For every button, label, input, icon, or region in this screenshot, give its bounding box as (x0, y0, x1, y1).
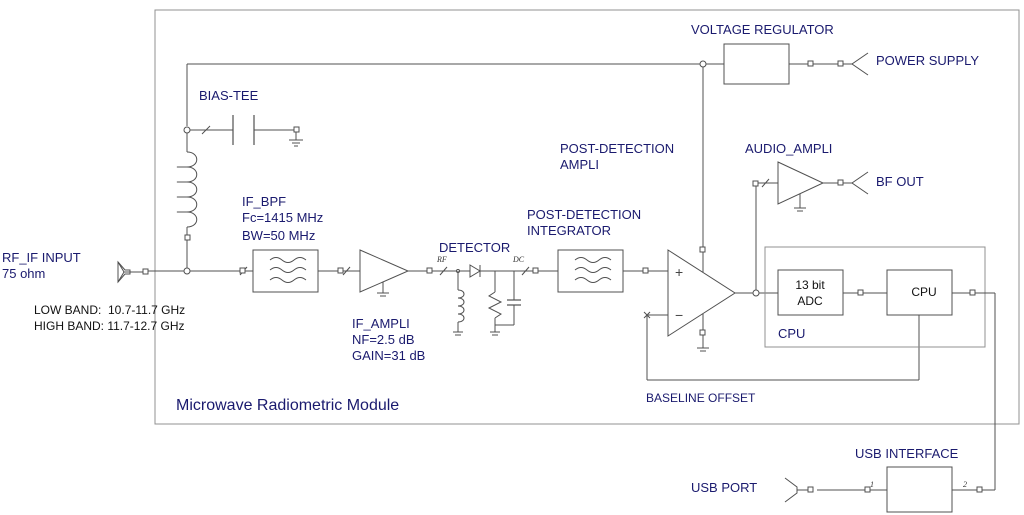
filter-wave-icon (269, 277, 307, 283)
pin-int-in (532, 267, 539, 274)
pin-det-in (426, 267, 433, 274)
label-post-det-ampli-1: POST-DETECTION (560, 141, 674, 156)
node-bias-tee-bottom (183, 267, 191, 275)
label-voltage-regulator: VOLTAGE REGULATOR (691, 22, 834, 37)
pin-cap-gnd (293, 126, 300, 133)
label-usb-interface: USB INTERFACE (855, 446, 959, 461)
pin-input (142, 268, 149, 275)
pin-opamp-supply (699, 246, 706, 253)
if-amplifier-icon (359, 249, 410, 293)
wire-slash (201, 125, 211, 135)
if-bpf-block (252, 249, 319, 293)
pin-audio-in (752, 180, 759, 187)
adc-block (777, 269, 844, 316)
label-power-supply: POWER SUPPLY (876, 53, 979, 68)
pin-cpu-out (969, 289, 976, 296)
pin-bf-out (837, 179, 844, 186)
power-supply-connector-icon (851, 52, 869, 76)
label-detector: DETECTOR (439, 240, 510, 255)
label-if-bpf: IF_BPF (242, 194, 286, 209)
node-regulator (699, 60, 707, 68)
label-post-det-int-2: INTEGRATOR (527, 223, 611, 238)
voltage-regulator-block (723, 43, 790, 85)
label-bias-tee: BIAS-TEE (199, 88, 259, 103)
pin-usb-port (807, 486, 814, 493)
bf-out-connector-icon (851, 171, 869, 195)
pin-usb-2 (976, 486, 983, 493)
pin-reg-out (807, 60, 814, 67)
label-bf-out: BF OUT (876, 174, 924, 189)
wire-slash (439, 266, 448, 276)
label-if-ampli-nf: NF=2.5 dB (352, 332, 415, 347)
label-high-band: HIGH BAND: 11.7-12.7 GHz (34, 319, 185, 333)
usb-interface-block (886, 466, 953, 513)
label-adc-1: 13 bit (795, 278, 825, 292)
filter-wave-icon (574, 277, 612, 283)
usb-port-connector-icon (784, 477, 798, 503)
opamp-plus-sign: + (675, 264, 683, 280)
filter-wave-icon (269, 257, 307, 263)
pin-amp-in (337, 267, 344, 274)
filter-wave-icon (574, 267, 612, 273)
cpu-block (886, 269, 953, 316)
label-usb-port: USB PORT (691, 480, 757, 495)
filter-wave-icon (269, 267, 307, 273)
pin-opamp-plus (642, 267, 649, 274)
label-impedance: 75 ohm (2, 266, 45, 281)
label-adc-2: ADC (797, 294, 823, 308)
pin-inductor (184, 234, 191, 241)
inductor-icon (176, 151, 198, 228)
label-cpu-block: CPU (911, 285, 936, 299)
label-if-bpf-bw: BW=50 MHz (242, 228, 315, 243)
label-if-ampli-gain: GAIN=31 dB (352, 348, 425, 363)
post-detection-opamp-icon (667, 249, 736, 337)
pin-opamp-gnd (699, 329, 706, 336)
audio-amplifier-icon (777, 161, 825, 205)
resistor-icon (487, 291, 503, 319)
label-if-bpf-fc: Fc=1415 MHz (242, 210, 323, 225)
module-title: Microwave Radiometric Module (176, 397, 399, 414)
node-bias-tee-cap (183, 126, 191, 134)
diode-icon (469, 264, 481, 278)
label-low-band: LOW BAND: 10.7-11.7 GHz (34, 303, 185, 317)
pin-label-2: 2 (963, 480, 967, 489)
label-cpu-group: CPU (778, 326, 805, 341)
label-post-det-int-1: POST-DETECTION (527, 207, 641, 222)
pin-bpf-in (239, 267, 246, 274)
cpu-group-border (764, 246, 986, 348)
label-post-det-ampli-2: AMPLI (560, 157, 599, 172)
inductor-icon (457, 289, 465, 323)
wire-slash (521, 266, 530, 276)
node-opamp-out (752, 289, 760, 297)
pin-psu (837, 60, 844, 67)
pin-adc-out (857, 289, 864, 296)
pin-label-dc: DC (512, 255, 525, 264)
label-audio-ampli: AUDIO_AMPLI (745, 141, 832, 156)
label-baseline-offset: BASELINE OFFSET (646, 391, 756, 405)
wire-slash (761, 178, 770, 188)
label-rf-if-input: RF_IF INPUT (2, 250, 81, 265)
integrator-block (557, 249, 624, 293)
module-border (154, 9, 1020, 425)
label-if-ampli: IF_AMPLI (352, 316, 410, 331)
filter-wave-icon (574, 257, 612, 263)
opamp-minus-sign: − (675, 307, 683, 323)
pin-usb-1 (864, 486, 871, 493)
pin-label-rf: RF (436, 255, 447, 264)
pin-label-1: 1 (870, 480, 874, 489)
